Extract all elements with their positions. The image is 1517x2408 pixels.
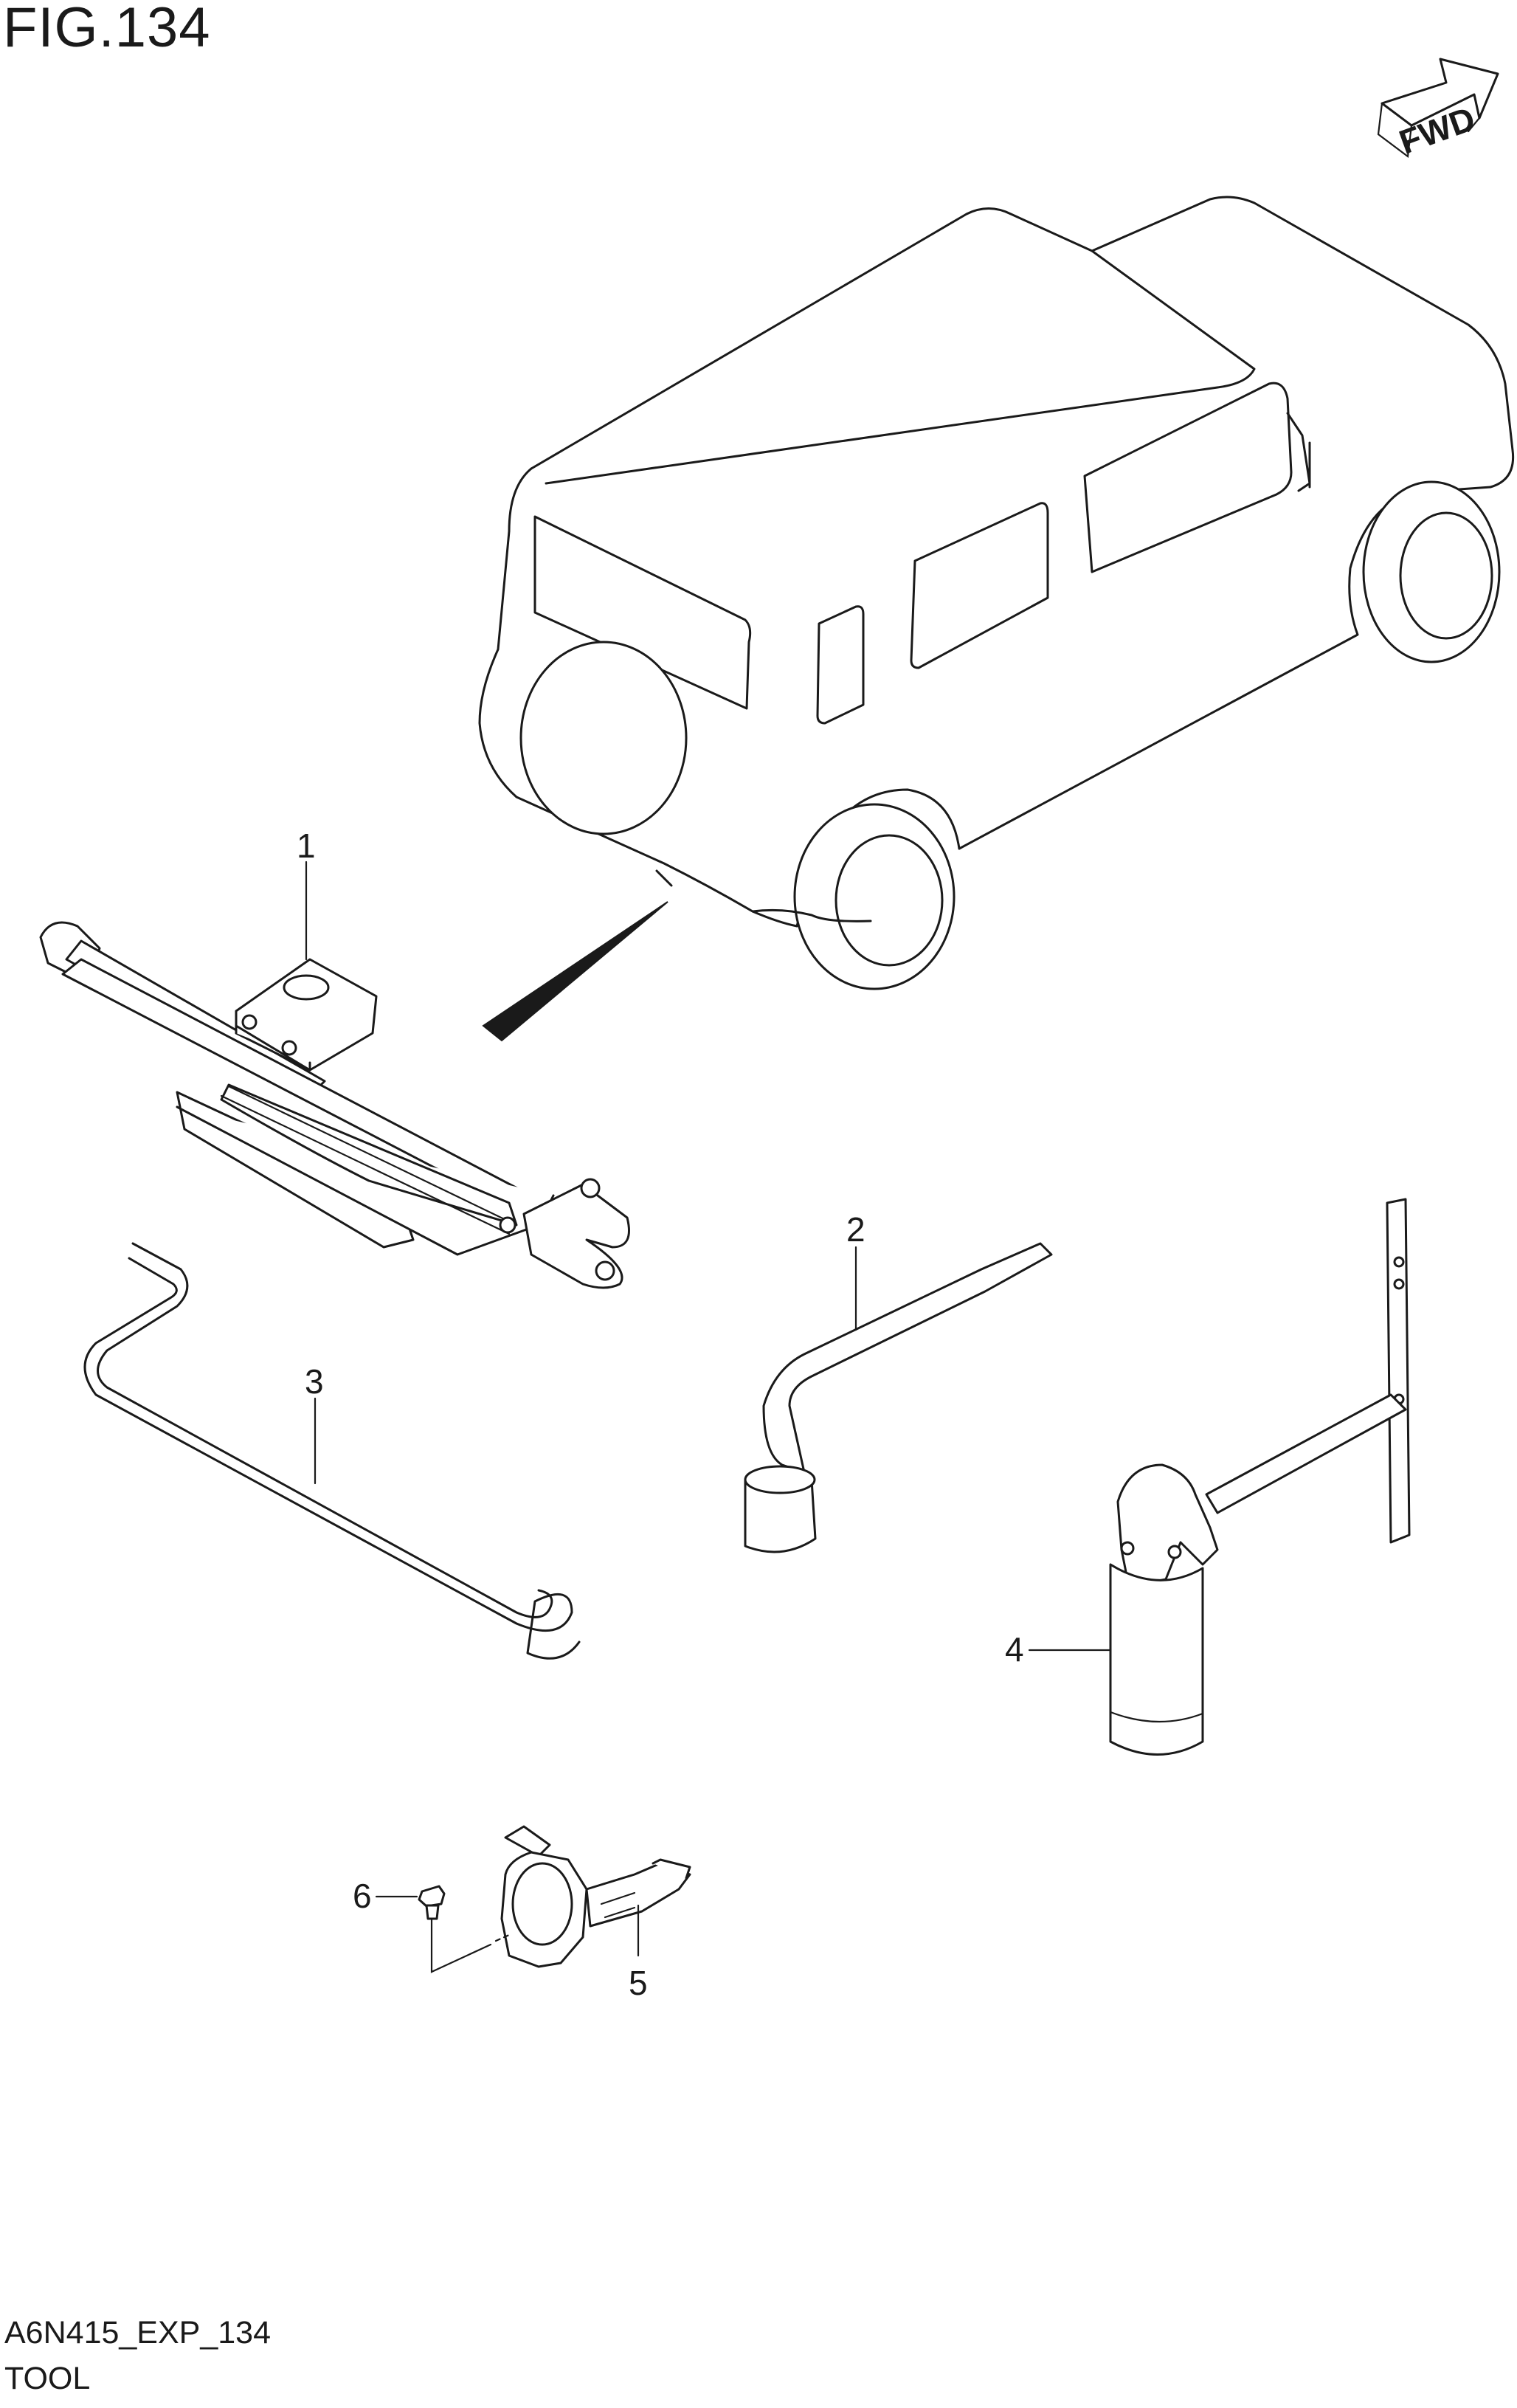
callout-4: 4 [1005, 1630, 1024, 1669]
location-pointer-icon [482, 901, 668, 1042]
callout-6: 6 [353, 1877, 372, 1915]
vehicle-outline [478, 196, 1515, 990]
arrow-forward-icon [1380, 58, 1499, 127]
fire-extinguisher [1109, 1198, 1411, 1756]
wheel-wrench [744, 1242, 1053, 1553]
jack-handle [83, 1242, 581, 1660]
callout-5: 5 [629, 1964, 648, 2002]
diagram-code: A6N415_EXP_134 [4, 2315, 272, 2350]
bolt [418, 1885, 511, 1973]
callout-2: 2 [846, 1210, 865, 1249]
fwd-badge: FWD [1377, 58, 1499, 162]
figure-title: FIG.134 [3, 0, 211, 59]
callout-1: 1 [297, 827, 316, 865]
callout-3: 3 [305, 1362, 324, 1401]
scissor-jack [39, 921, 630, 1289]
extinguisher-clamp [500, 1825, 691, 1968]
diagram-subtitle: TOOL [4, 2361, 91, 2396]
